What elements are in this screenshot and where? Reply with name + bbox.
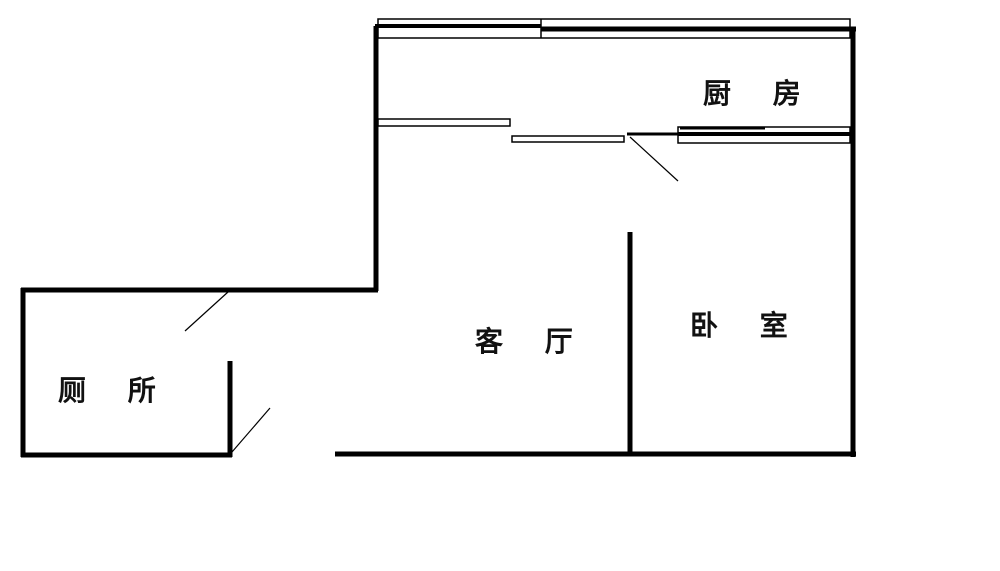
entry-door-swing [184, 291, 229, 332]
room-label-living-room: 客 厅 [475, 325, 589, 358]
kitchen-partition-mid [511, 135, 625, 143]
kitchen-door-swing [629, 136, 679, 182]
room-label-bedroom: 卧 室 [690, 309, 804, 342]
room-label-kitchen: 厨 房 [703, 77, 817, 110]
room-label-toilet: 厕 所 [58, 374, 172, 407]
toilet-door-swing [231, 407, 271, 453]
kitchen-partition-left [377, 118, 511, 127]
